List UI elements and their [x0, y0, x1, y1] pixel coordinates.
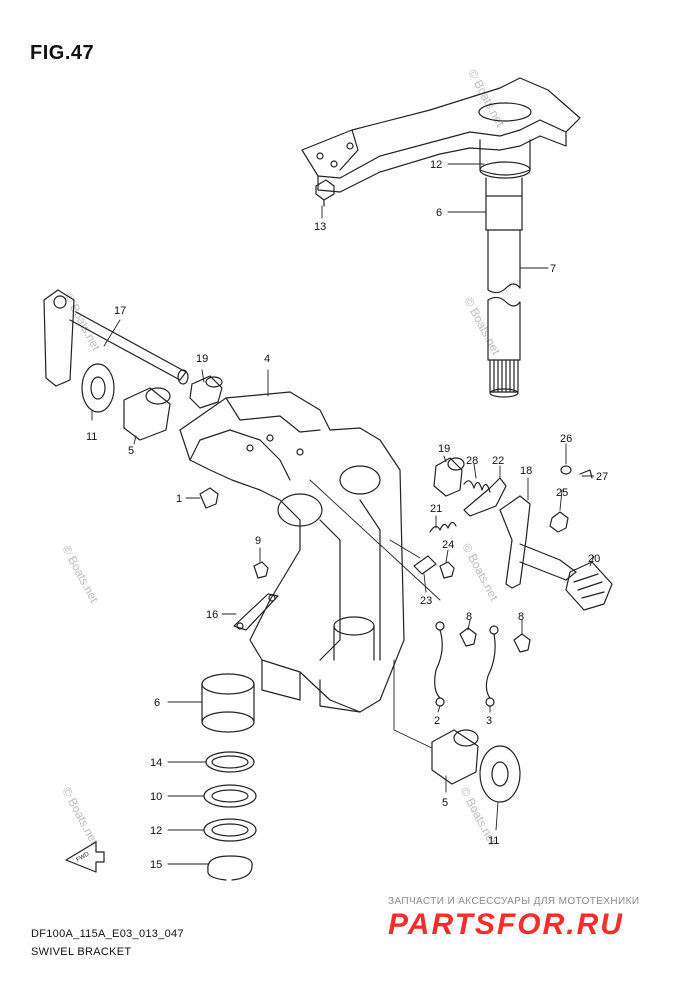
washer-11 — [81, 363, 115, 413]
tilt-pin-17 — [43, 289, 189, 387]
circlip-15 — [207, 855, 253, 881]
spring-21 — [429, 521, 457, 533]
callout-14: 14 — [150, 757, 162, 769]
bushing-5 — [431, 729, 479, 785]
clip-16 — [233, 593, 279, 631]
callout-18: 18 — [520, 465, 532, 477]
brand-logo[interactable]: PARTSFOR.RU — [388, 908, 624, 941]
callout-9: 9 — [255, 535, 261, 547]
banner-subtitle: ЗАПЧАСТИ И АКСЕССУАРЫ ДЛЯ МОТОТЕХНИКИ — [388, 896, 640, 907]
callout-27: 27 — [596, 471, 608, 483]
watermark: © Boats.net — [59, 543, 101, 606]
callout-12: 12 — [150, 825, 162, 837]
callout-8: 8 — [518, 611, 524, 623]
callout-21: 21 — [430, 503, 442, 515]
bushing-6 — [201, 673, 255, 733]
callout-20: 20 — [588, 553, 600, 565]
bolt-9 — [253, 561, 269, 579]
callout-26: 26 — [560, 433, 572, 445]
watermark: © Boats.net — [59, 785, 101, 848]
watermark: © Boats.net — [465, 67, 507, 130]
callout-8: 8 — [466, 611, 472, 623]
callout-11: 11 — [488, 835, 499, 847]
shim-10 — [203, 784, 257, 808]
fwd-arrow-icon — [65, 841, 105, 873]
callout-25: 25 — [556, 487, 568, 499]
callout-numbers: 12 6 7 13 17 19 4 11 5 1 9 16 19 28 22 2… — [86, 159, 608, 871]
ring-12 — [203, 818, 257, 842]
washer-26 — [560, 465, 572, 475]
ground-wire-2 — [434, 621, 445, 707]
callout-4: 4 — [264, 353, 270, 365]
callout-12: 12 — [430, 159, 442, 171]
callout-16: 16 — [206, 609, 218, 621]
figure-code: DF100A_115A_E03_013_047 — [31, 928, 184, 940]
swivel-bracket-4 — [179, 391, 405, 713]
bolt-8 — [513, 633, 531, 653]
callout-3: 3 — [486, 715, 492, 727]
leader-lines — [91, 163, 595, 865]
callout-23: 23 — [420, 595, 432, 607]
callout-10: 10 — [150, 791, 162, 803]
bushing-5 — [123, 387, 171, 441]
callout-19: 19 — [196, 353, 208, 365]
figure-name: SWIVEL BRACKET — [31, 946, 132, 958]
figure-title: FIG.47 — [30, 42, 95, 64]
tilt-lever-18 — [499, 495, 577, 589]
steering-shaft — [479, 139, 531, 398]
callout-19: 19 — [438, 443, 450, 455]
callout-15: 15 — [150, 859, 162, 871]
washer-14 — [205, 751, 255, 773]
watermark: © Boats.net — [459, 541, 501, 604]
callout-1: 1 — [176, 493, 182, 505]
watermark: © Boats.net — [61, 291, 103, 354]
callout-7: 7 — [550, 263, 556, 275]
callout-13: 13 — [314, 221, 326, 233]
bolt-13 — [315, 179, 335, 207]
clip-23 — [413, 555, 437, 575]
callout-17: 17 — [114, 305, 126, 317]
callout-11: 11 — [86, 431, 97, 443]
ground-wire-3 — [485, 625, 499, 707]
bolt-8 — [459, 627, 477, 647]
washer-11 — [479, 745, 521, 803]
bolt-24 — [439, 561, 455, 579]
spring-28 — [463, 480, 491, 493]
bushing-19 — [189, 375, 223, 409]
callout-22: 22 — [492, 455, 504, 467]
callout-6: 6 — [154, 697, 160, 709]
watermarks: © Boats.net © Boats.net © Boats.net © Bo… — [59, 67, 507, 848]
callout-6: 6 — [436, 207, 442, 219]
callout-24: 24 — [442, 539, 454, 551]
bushing-19 — [433, 457, 465, 497]
callout-5: 5 — [128, 445, 134, 457]
watermark: © Boats.net — [461, 295, 503, 358]
bolt-1 — [199, 487, 219, 509]
callout-5: 5 — [442, 797, 448, 809]
callout-2: 2 — [434, 715, 440, 727]
nut-25 — [549, 511, 569, 533]
steering-arm — [301, 77, 581, 193]
callout-28: 28 — [466, 455, 478, 467]
pin-27 — [579, 469, 593, 479]
